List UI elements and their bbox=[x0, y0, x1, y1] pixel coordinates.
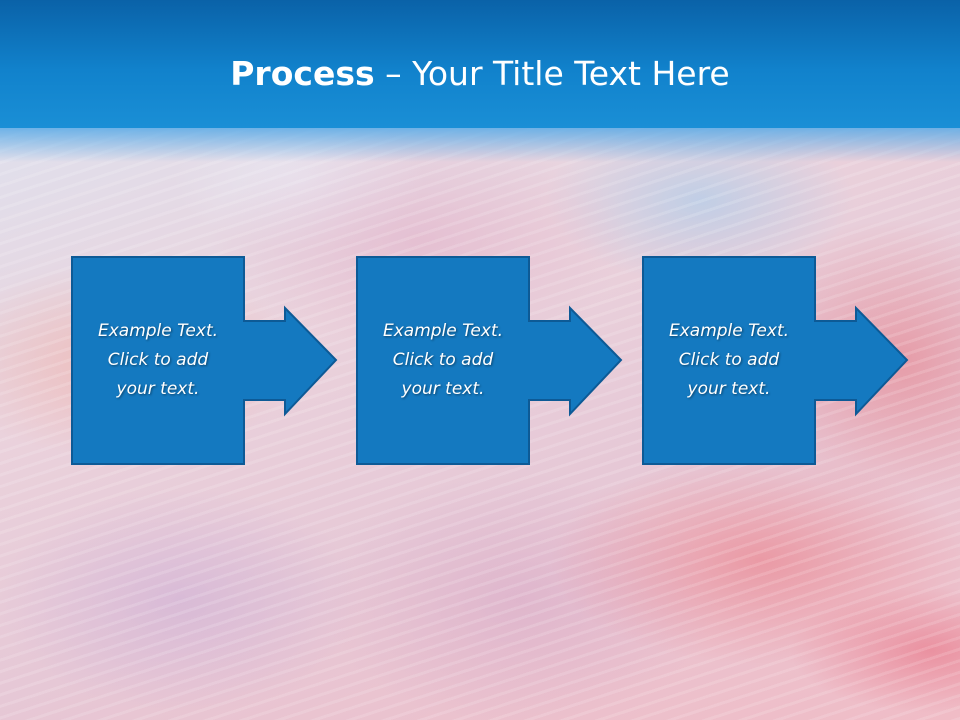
step-reflection-1 bbox=[71, 464, 351, 554]
step-text-2[interactable]: Example Text. Click to add your text. bbox=[382, 320, 504, 399]
step-arrow-shape-2 bbox=[356, 256, 623, 465]
step-arrow-shape-1 bbox=[71, 256, 338, 465]
title-rest: – Your Title Text Here bbox=[374, 54, 730, 93]
title-bar: Process – Your Title Text Here bbox=[0, 0, 960, 162]
step-text-3[interactable]: Example Text. Click to add your text. bbox=[668, 320, 790, 399]
slide-title[interactable]: Process – Your Title Text Here bbox=[0, 52, 960, 96]
step-arrow-shape-3 bbox=[642, 256, 909, 465]
step-text-1[interactable]: Example Text. Click to add your text. bbox=[97, 320, 219, 399]
step-reflection-3 bbox=[642, 464, 922, 554]
step-reflection-2 bbox=[356, 464, 636, 554]
title-bold: Process bbox=[230, 54, 375, 93]
